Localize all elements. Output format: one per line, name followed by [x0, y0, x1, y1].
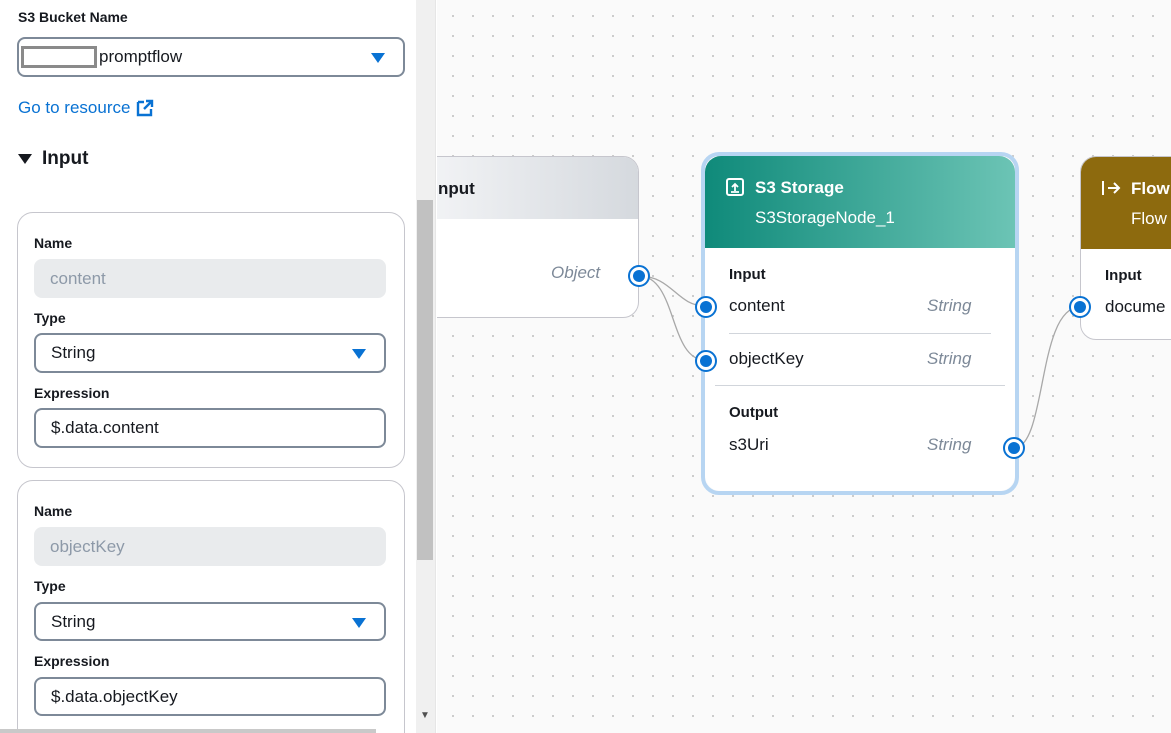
node-header: S3 Storage S3StorageNode_1 [705, 156, 1015, 248]
redacted-prefix [21, 46, 97, 68]
output-type: String [927, 435, 972, 454]
edge-object-objectkey [638, 275, 706, 361]
s3-storage-node[interactable]: S3 Storage S3StorageNode_1 Input content… [705, 156, 1015, 491]
input-port-content[interactable] [695, 296, 717, 318]
name-label: Name [34, 503, 73, 519]
node-subtitle: S3StorageNode_1 [755, 208, 895, 227]
input-section-title: Input [42, 148, 89, 169]
output-port-document[interactable] [628, 265, 650, 287]
chevron-down-icon [352, 349, 366, 359]
input-section-title: Input [1105, 267, 1142, 284]
caret-down-icon [18, 154, 32, 164]
bucket-name-label: S3 Bucket Name [18, 9, 128, 25]
go-to-resource-link[interactable]: Go to resource [18, 98, 154, 118]
flow-output-node[interactable]: Flow Flow Input docume [1080, 156, 1171, 340]
s3-node-selection-outline [701, 152, 1019, 495]
input-name: objectKey [729, 349, 804, 368]
type-select[interactable]: String [34, 602, 386, 641]
output-arrow-icon [1102, 181, 1121, 195]
name-label: Name [34, 235, 73, 251]
node-title: Flow [1131, 179, 1170, 198]
edge-s3uri-document [1013, 306, 1081, 449]
input-card-content: Name content Type String Expression $.da… [17, 212, 405, 468]
name-field: content [34, 259, 386, 298]
expression-value: $.data.content [51, 418, 159, 437]
output-type: Object [551, 263, 601, 282]
chevron-down-icon [371, 53, 385, 63]
input-name: docume [1105, 297, 1166, 316]
expression-value: $.data.objectKey [51, 686, 178, 706]
type-value: String [51, 611, 96, 631]
node-title: S3 Storage [755, 178, 844, 197]
node-title: nput [438, 179, 475, 198]
scroll-down-arrow-icon[interactable]: ▼ [420, 710, 430, 721]
name-field: objectKey [34, 527, 386, 566]
chevron-down-icon [352, 617, 366, 628]
expression-label: Expression [34, 385, 110, 401]
input-section-toggle[interactable]: Input [18, 148, 88, 170]
type-select[interactable]: String [34, 333, 386, 373]
bucket-name-value: promptflow [99, 47, 183, 66]
row-divider [729, 333, 991, 334]
section-divider [715, 385, 1005, 386]
input-type: String [927, 349, 972, 368]
expression-input[interactable]: $.data.content [34, 408, 386, 448]
type-value: String [51, 343, 96, 362]
flow-input-node[interactable]: nput t Object [437, 156, 639, 318]
node-header: nput [437, 157, 638, 219]
input-section-title: Input [729, 266, 766, 283]
type-label: Type [34, 578, 66, 594]
panel-scrollbar-thumb[interactable] [417, 200, 433, 560]
input-type: String [927, 296, 972, 315]
go-to-resource-label: Go to resource [18, 98, 131, 117]
input-card-objectkey: Name objectKey Type String Expression $.… [17, 480, 405, 733]
bucket-name-select[interactable]: promptflow [17, 37, 405, 77]
output-port-s3uri[interactable] [1003, 437, 1025, 459]
output-section-title: Output [729, 404, 779, 421]
flow-canvas[interactable]: nput t Object S3 Storage S3StorageNode_1… [437, 0, 1171, 733]
output-name: s3Uri [729, 435, 769, 454]
node-subtitle: Flow [1131, 209, 1167, 228]
type-label: Type [34, 310, 66, 326]
horizontal-scrollbar[interactable] [0, 729, 376, 733]
input-name: content [729, 296, 785, 315]
expression-input[interactable]: $.data.objectKey [34, 677, 386, 716]
upload-icon [726, 178, 744, 196]
node-header: Flow Flow [1081, 157, 1171, 249]
external-link-icon [137, 99, 154, 117]
input-port-objectkey[interactable] [695, 350, 717, 372]
expression-label: Expression [34, 653, 110, 669]
input-port-document[interactable] [1069, 296, 1091, 318]
node-config-panel: S3 Bucket Name promptflow Go to resource… [0, 0, 416, 733]
